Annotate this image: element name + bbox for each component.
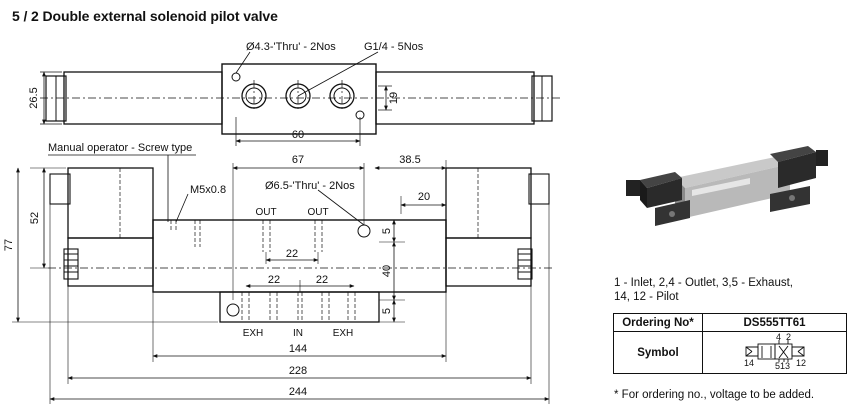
dim-22-upper: 22	[286, 248, 298, 260]
front-hole-label: Ø6.5-'Thru' - 2Nos	[265, 180, 355, 192]
svg-text:2: 2	[786, 332, 791, 342]
manual-operator-label: Manual operator - Screw type	[48, 142, 192, 154]
symbol-port-12: 12	[796, 358, 806, 368]
front-view	[12, 154, 552, 404]
port-in: IN	[293, 328, 303, 339]
port-legend: 1 - Inlet, 2,4 - Outlet, 3,5 - Exhaust, …	[614, 276, 844, 304]
top-dim-19: 19	[388, 92, 400, 104]
dim-38-5: 38.5	[399, 154, 420, 166]
symbol-port-513: 513	[775, 361, 790, 370]
svg-text:14: 14	[744, 358, 754, 368]
symbol-label: Symbol	[613, 331, 703, 374]
front-left-plug	[63, 248, 79, 280]
dim-5-top: 5	[381, 228, 393, 234]
port-exh-right: EXH	[333, 328, 354, 339]
dim-22-lower-right: 22	[316, 274, 328, 286]
svg-text:4: 4	[776, 332, 781, 342]
dim-77: 77	[3, 239, 15, 251]
valve-photo-illustration	[626, 146, 828, 226]
top-port-label: G1/4 - 5Nos	[364, 41, 424, 53]
dim-5-bottom: 5	[381, 308, 393, 314]
dim-228: 228	[289, 365, 307, 377]
symbol-port-4: 4	[776, 332, 781, 342]
dim-52: 52	[29, 212, 41, 224]
top-hole-label: Ø4.3-'Thru' - 2Nos	[246, 41, 336, 53]
svg-text:12: 12	[796, 358, 806, 368]
port-legend-line-1: 1 - Inlet, 2,4 - Outlet, 3,5 - Exhaust,	[614, 277, 793, 289]
dim-144: 144	[289, 343, 307, 355]
front-base-plate	[219, 291, 380, 323]
top-dim-height: 26.5	[28, 87, 40, 108]
front-right-coil-cap	[445, 167, 532, 239]
front-right-plug	[517, 248, 533, 280]
thread-label: M5x0.8	[190, 184, 226, 196]
top-dim-60: 60	[292, 129, 304, 141]
table-header-row: Ordering No* DS555TT61	[613, 313, 847, 332]
front-valve-body	[152, 219, 447, 293]
port-out-left: OUT	[255, 207, 276, 218]
ordering-table: Ordering No* DS555TT61 Symbol	[613, 313, 847, 374]
dim-67: 67	[292, 154, 304, 166]
symbol-cell: 4 2 14 12 513	[702, 331, 847, 374]
table-symbol-row: Symbol 4 2	[613, 331, 847, 374]
ordering-no-value: DS555TT61	[702, 313, 847, 332]
dim-40: 40	[381, 265, 393, 277]
dim-20: 20	[418, 191, 430, 203]
valve-symbol-icon: 4 2 14 12 513	[744, 332, 806, 371]
port-legend-line-2: 14, 12 - Pilot	[614, 291, 679, 303]
dim-22-lower-left: 22	[268, 274, 280, 286]
product-photo	[626, 146, 828, 226]
front-left-connector	[49, 173, 71, 205]
top-valve-body	[221, 63, 377, 135]
symbol-port-14: 14	[744, 358, 754, 368]
svg-text:513: 513	[775, 361, 790, 370]
ordering-note: * For ordering no., voltage to be added.	[614, 389, 815, 401]
dim-244: 244	[289, 386, 307, 398]
port-out-right: OUT	[307, 207, 328, 218]
port-exh-left: EXH	[243, 328, 264, 339]
ordering-no-header: Ordering No*	[613, 313, 703, 332]
front-left-coil	[67, 237, 154, 287]
symbol-port-2: 2	[786, 332, 791, 342]
diagram-title: 5 / 2 Double external solenoid pilot val…	[12, 8, 278, 24]
front-left-coil-cap	[67, 167, 154, 239]
front-right-connector	[528, 173, 550, 205]
top-view	[40, 51, 560, 146]
